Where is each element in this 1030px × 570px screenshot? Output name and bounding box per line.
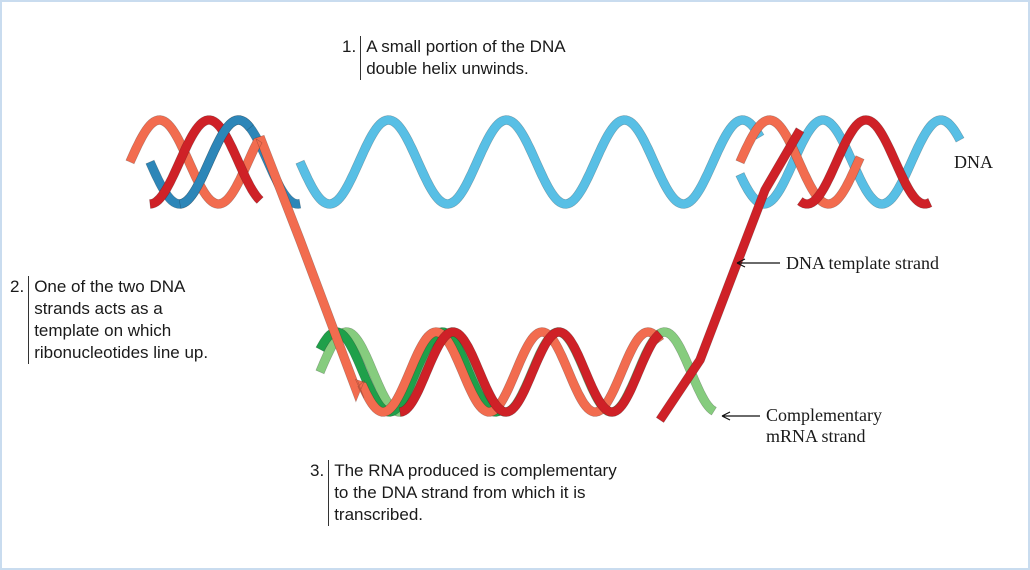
step-1-callout: 1. A small portion of the DNA double hel… — [342, 36, 566, 80]
template-strand-rising — [655, 127, 805, 423]
step-1-number: 1. — [342, 37, 357, 56]
step-3-text: The RNA produced is complementary to the… — [328, 460, 617, 526]
step-3-number: 3. — [310, 461, 325, 480]
template-strand-bottom — [399, 327, 664, 417]
template-strand-label: DNA template strand — [786, 253, 939, 273]
coding-strand-ribbon — [125, 115, 665, 417]
label-arrows — [721, 258, 780, 421]
dna-blue-strand-front — [178, 115, 254, 209]
template-strand — [149, 115, 933, 423]
step-2-text: One of the two DNA strands acts as a tem… — [28, 276, 208, 364]
step-3-callout: 3. The RNA produced is complementary to … — [310, 460, 617, 526]
mrna-strand-arrow — [721, 411, 760, 421]
step-2-callout: 2. One of the two DNA strands acts as a … — [10, 276, 208, 364]
template-strand-left — [149, 115, 264, 209]
coding-strand — [125, 115, 865, 417]
step-1-text: A small portion of the DNA double helix … — [360, 36, 566, 80]
dna-blue-strand-middle — [295, 115, 765, 209]
dna-label: DNA — [954, 152, 993, 172]
dna-blue-strand-right — [735, 115, 965, 209]
template-strand-right — [796, 115, 933, 209]
coding-strand-right — [735, 115, 865, 209]
template-strand-arrow — [736, 258, 780, 268]
step-2-number: 2. — [10, 277, 25, 296]
dna-helix-front — [178, 115, 254, 209]
mrna-strand-label: Complementary mRNA strand — [766, 405, 882, 446]
